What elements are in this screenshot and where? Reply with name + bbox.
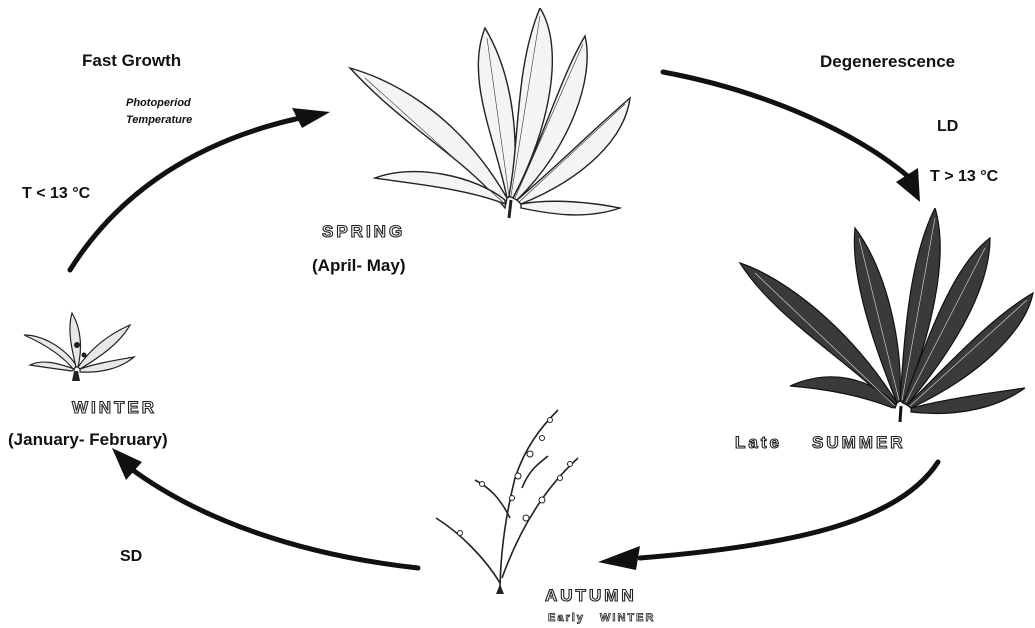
t-low-label: T < 13 °C xyxy=(22,185,90,203)
photoperiod-label: Photoperiod xyxy=(126,97,191,109)
early-winter-prefix-label: Early xyxy=(548,612,585,624)
spring-label: SPRING xyxy=(322,222,405,242)
arrow-winter-to-spring xyxy=(70,108,330,270)
arrow-autumn-to-winter xyxy=(112,448,418,568)
winter-label: WINTER xyxy=(72,398,157,418)
late-summer-label: SUMMER xyxy=(812,433,906,453)
autumn-label: AUTUMN xyxy=(545,586,637,606)
sd-label: SD xyxy=(120,548,142,566)
arrow-summer-to-autumn xyxy=(598,462,938,570)
spring-months-label: (April- May) xyxy=(312,256,406,276)
ld-label: LD xyxy=(937,118,958,136)
winter-plant-icon xyxy=(22,305,137,385)
winter-months-label: (January- February) xyxy=(8,430,168,450)
spring-plant-icon xyxy=(345,8,635,220)
summer-plant-icon xyxy=(735,208,1035,423)
degenerescence-label: Degenerescence xyxy=(820,52,955,72)
autumn-plant-icon xyxy=(430,408,585,596)
early-winter-label: WINTER xyxy=(600,612,655,624)
fast-growth-label: Fast Growth xyxy=(82,51,181,71)
temperature-label: Temperature xyxy=(126,114,192,126)
t-high-label: T > 13 °C xyxy=(930,168,998,186)
late-summer-prefix-label: Late xyxy=(735,433,782,453)
arrow-spring-to-summer xyxy=(663,72,920,202)
